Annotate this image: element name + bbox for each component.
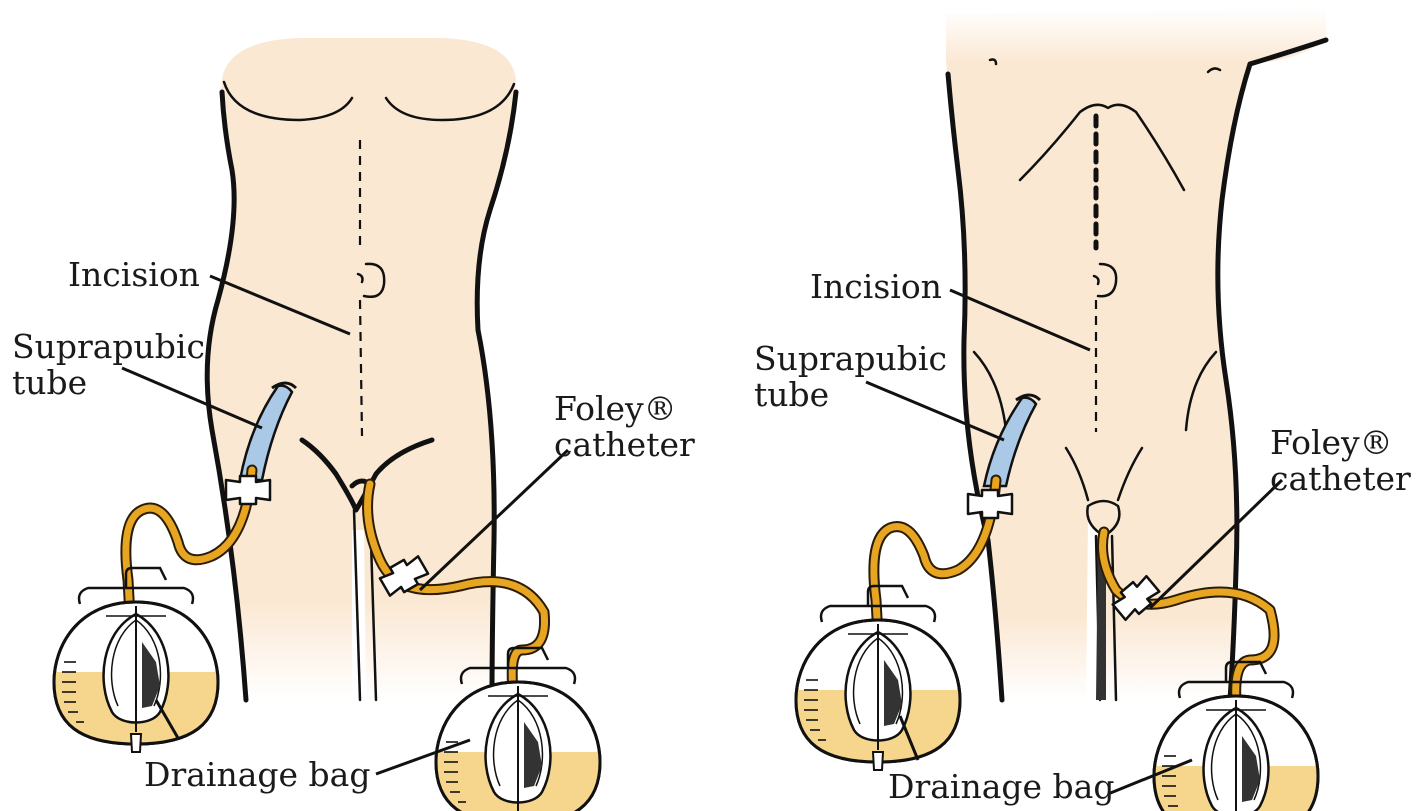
male-incision-label: Incision (810, 267, 942, 306)
male-figure: Incision Suprapubic tube Foley® catheter… (754, 8, 1411, 811)
male-suprapubic-label-line1: Suprapubic (754, 339, 947, 378)
female-foley-label-line2: catheter (554, 425, 695, 464)
female-drainage-bag-1 (54, 568, 218, 752)
female-suprapubic-label-line1: Suprapubic (12, 327, 205, 366)
male-drainage-label: Drainage bag (888, 767, 1114, 806)
female-leg-left-inner (354, 510, 360, 700)
female-foley-label-line1: Foley® (554, 389, 677, 428)
female-figure: Incision Suprapubic tube Foley® catheter… (12, 38, 695, 811)
female-suprapubic-clamp (226, 476, 270, 504)
female-suprapubic-label-line2: tube (12, 363, 87, 402)
male-foley-label-line2: catheter (1270, 459, 1411, 498)
male-suprapubic-clamp (968, 490, 1012, 518)
male-foley-label-line1: Foley® (1270, 423, 1393, 462)
female-incision-label: Incision (68, 255, 200, 294)
female-drainage-label: Drainage bag (144, 755, 370, 794)
male-suprapubic-label-line2: tube (754, 375, 829, 414)
